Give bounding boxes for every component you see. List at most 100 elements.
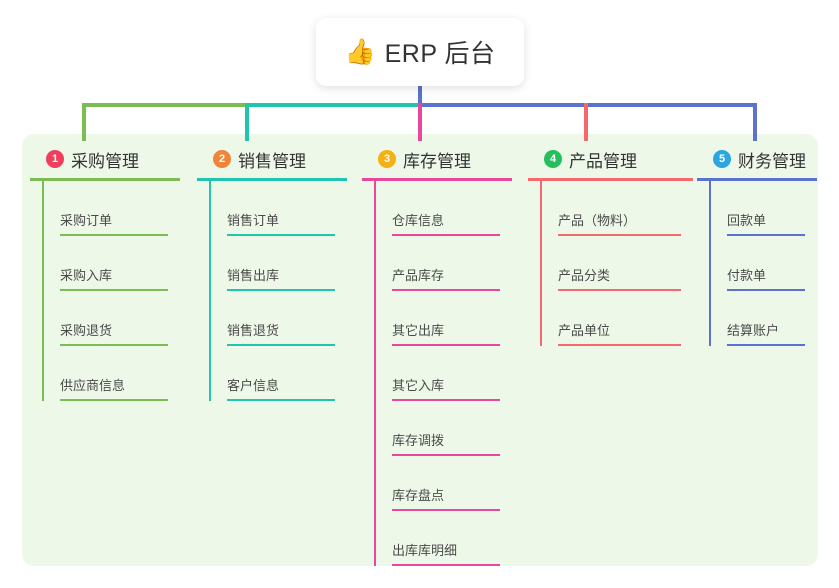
branch-label: 销售管理 [238, 151, 306, 171]
branch-underline [197, 178, 347, 181]
branch-item[interactable]: 产品分类 [540, 236, 693, 291]
connector-drop-5 [753, 103, 757, 141]
branch-underline [362, 178, 512, 181]
branch-item[interactable]: 回款单 [709, 181, 817, 236]
branch-underline [697, 178, 817, 181]
branch-item[interactable]: 产品单位 [540, 291, 693, 346]
branch-item[interactable]: 产品（物料） [540, 181, 693, 236]
branch-item-underline [392, 289, 500, 291]
branch-spine [42, 181, 44, 401]
branch-item-underline [392, 344, 500, 346]
branch-item[interactable]: 产品库存 [374, 236, 512, 291]
branch-item-label: 采购入库 [60, 268, 113, 284]
branch-item[interactable]: 供应商信息 [42, 346, 180, 401]
branch-items: 采购订单采购入库采购退货供应商信息 [42, 181, 180, 401]
branch-item[interactable]: 销售订单 [209, 181, 347, 236]
branch-header-3[interactable]: 3 库存管理 [362, 146, 512, 172]
branch-item-label: 客户信息 [227, 378, 280, 394]
root-node-title: ERP 后台 [384, 40, 496, 68]
connector-drop-4 [584, 103, 588, 141]
branch-column-库存管理: 3 库存管理仓库信息产品库存其它出库其它入库库存调拨库存盘点出库库明细 [362, 146, 512, 566]
connector-bar-segment-2 [245, 103, 418, 107]
branch-item-label: 回款单 [727, 213, 767, 229]
branch-column-销售管理: 2 销售管理销售订单销售出库销售退货客户信息 [197, 146, 347, 401]
branch-item-label: 采购订单 [60, 213, 113, 229]
branch-label: 财务管理 [738, 151, 806, 171]
branch-label: 库存管理 [403, 151, 471, 171]
branch-item-underline [558, 344, 681, 346]
branch-item[interactable]: 付款单 [709, 236, 817, 291]
branch-number-badge: 5 [713, 150, 731, 168]
branch-item[interactable]: 销售退货 [209, 291, 347, 346]
branch-item-label: 销售订单 [227, 213, 280, 229]
branch-item-underline [60, 399, 168, 401]
branch-item[interactable]: 其它入库 [374, 346, 512, 401]
branch-item[interactable]: 采购订单 [42, 181, 180, 236]
branch-header-5[interactable]: 5 财务管理 [697, 146, 817, 172]
branch-item[interactable]: 结算账户 [709, 291, 817, 346]
branch-item-underline [60, 289, 168, 291]
branches-panel [22, 134, 818, 566]
branch-item-label: 产品单位 [558, 323, 611, 339]
branch-item-label: 销售退货 [227, 323, 280, 339]
branch-spine [709, 181, 711, 346]
connector-drop-3 [418, 103, 422, 141]
branch-item[interactable]: 仓库信息 [374, 181, 512, 236]
branch-item[interactable]: 采购退货 [42, 291, 180, 346]
branch-item-underline [392, 564, 500, 566]
branch-items: 产品（物料） 产品分类产品单位 [540, 181, 693, 346]
branch-item-underline [392, 234, 500, 236]
branch-item-label: 付款单 [727, 268, 767, 284]
branch-items: 回款单付款单结算账户 [709, 181, 817, 346]
branch-item-label: 出库库明细 [392, 543, 458, 559]
branch-item[interactable]: 库存调拨 [374, 401, 512, 456]
branch-item[interactable]: 出库库明细 [374, 511, 512, 566]
branch-item[interactable]: 其它出库 [374, 291, 512, 346]
branch-number-badge: 2 [213, 150, 231, 168]
branch-item-underline [727, 289, 805, 291]
branch-item-underline [392, 454, 500, 456]
root-stem [418, 80, 422, 107]
branch-item-underline [558, 289, 681, 291]
thumbs-up-icon: 👍 [344, 37, 376, 66]
branch-items: 销售订单销售出库销售退货客户信息 [209, 181, 347, 401]
branch-item-underline [227, 234, 335, 236]
branch-item-label: 结算账户 [727, 323, 780, 339]
branch-item-label: 销售出库 [227, 268, 280, 284]
branch-item-label: 其它入库 [392, 378, 445, 394]
branch-column-财务管理: 5 财务管理回款单付款单结算账户 [697, 146, 817, 346]
branch-number-badge: 4 [544, 150, 562, 168]
branch-spine [540, 181, 542, 346]
connector-bar-segment-1 [82, 103, 245, 107]
branch-item[interactable]: 采购入库 [42, 236, 180, 291]
branch-item-underline [558, 234, 681, 236]
branch-label: 采购管理 [71, 151, 139, 171]
branch-underline [528, 178, 693, 181]
branch-header-2[interactable]: 2 销售管理 [197, 146, 347, 172]
branch-item-underline [60, 234, 168, 236]
branch-item-underline [227, 399, 335, 401]
branch-item-underline [727, 344, 805, 346]
branch-item-underline [727, 234, 805, 236]
branch-underline [30, 178, 180, 181]
root-node[interactable]: 👍 ERP 后台 [316, 18, 524, 86]
branch-item-label: 产品分类 [558, 268, 611, 284]
branch-item-label: 其它出库 [392, 323, 445, 339]
branch-item-underline [392, 509, 500, 511]
branch-number-badge: 3 [378, 150, 396, 168]
branch-items: 仓库信息产品库存其它出库其它入库库存调拨库存盘点出库库明细 [374, 181, 512, 566]
branch-item-label: 供应商信息 [60, 378, 126, 394]
branch-spine [374, 181, 376, 566]
branch-item-label: 产品（物料） [558, 213, 637, 229]
branch-item-label: 产品库存 [392, 268, 445, 284]
branch-item-underline [227, 344, 335, 346]
branch-item[interactable]: 客户信息 [209, 346, 347, 401]
branch-item-label: 仓库信息 [392, 213, 445, 229]
branch-item[interactable]: 库存盘点 [374, 456, 512, 511]
branch-item[interactable]: 销售出库 [209, 236, 347, 291]
branch-item-label: 库存调拨 [392, 433, 445, 449]
